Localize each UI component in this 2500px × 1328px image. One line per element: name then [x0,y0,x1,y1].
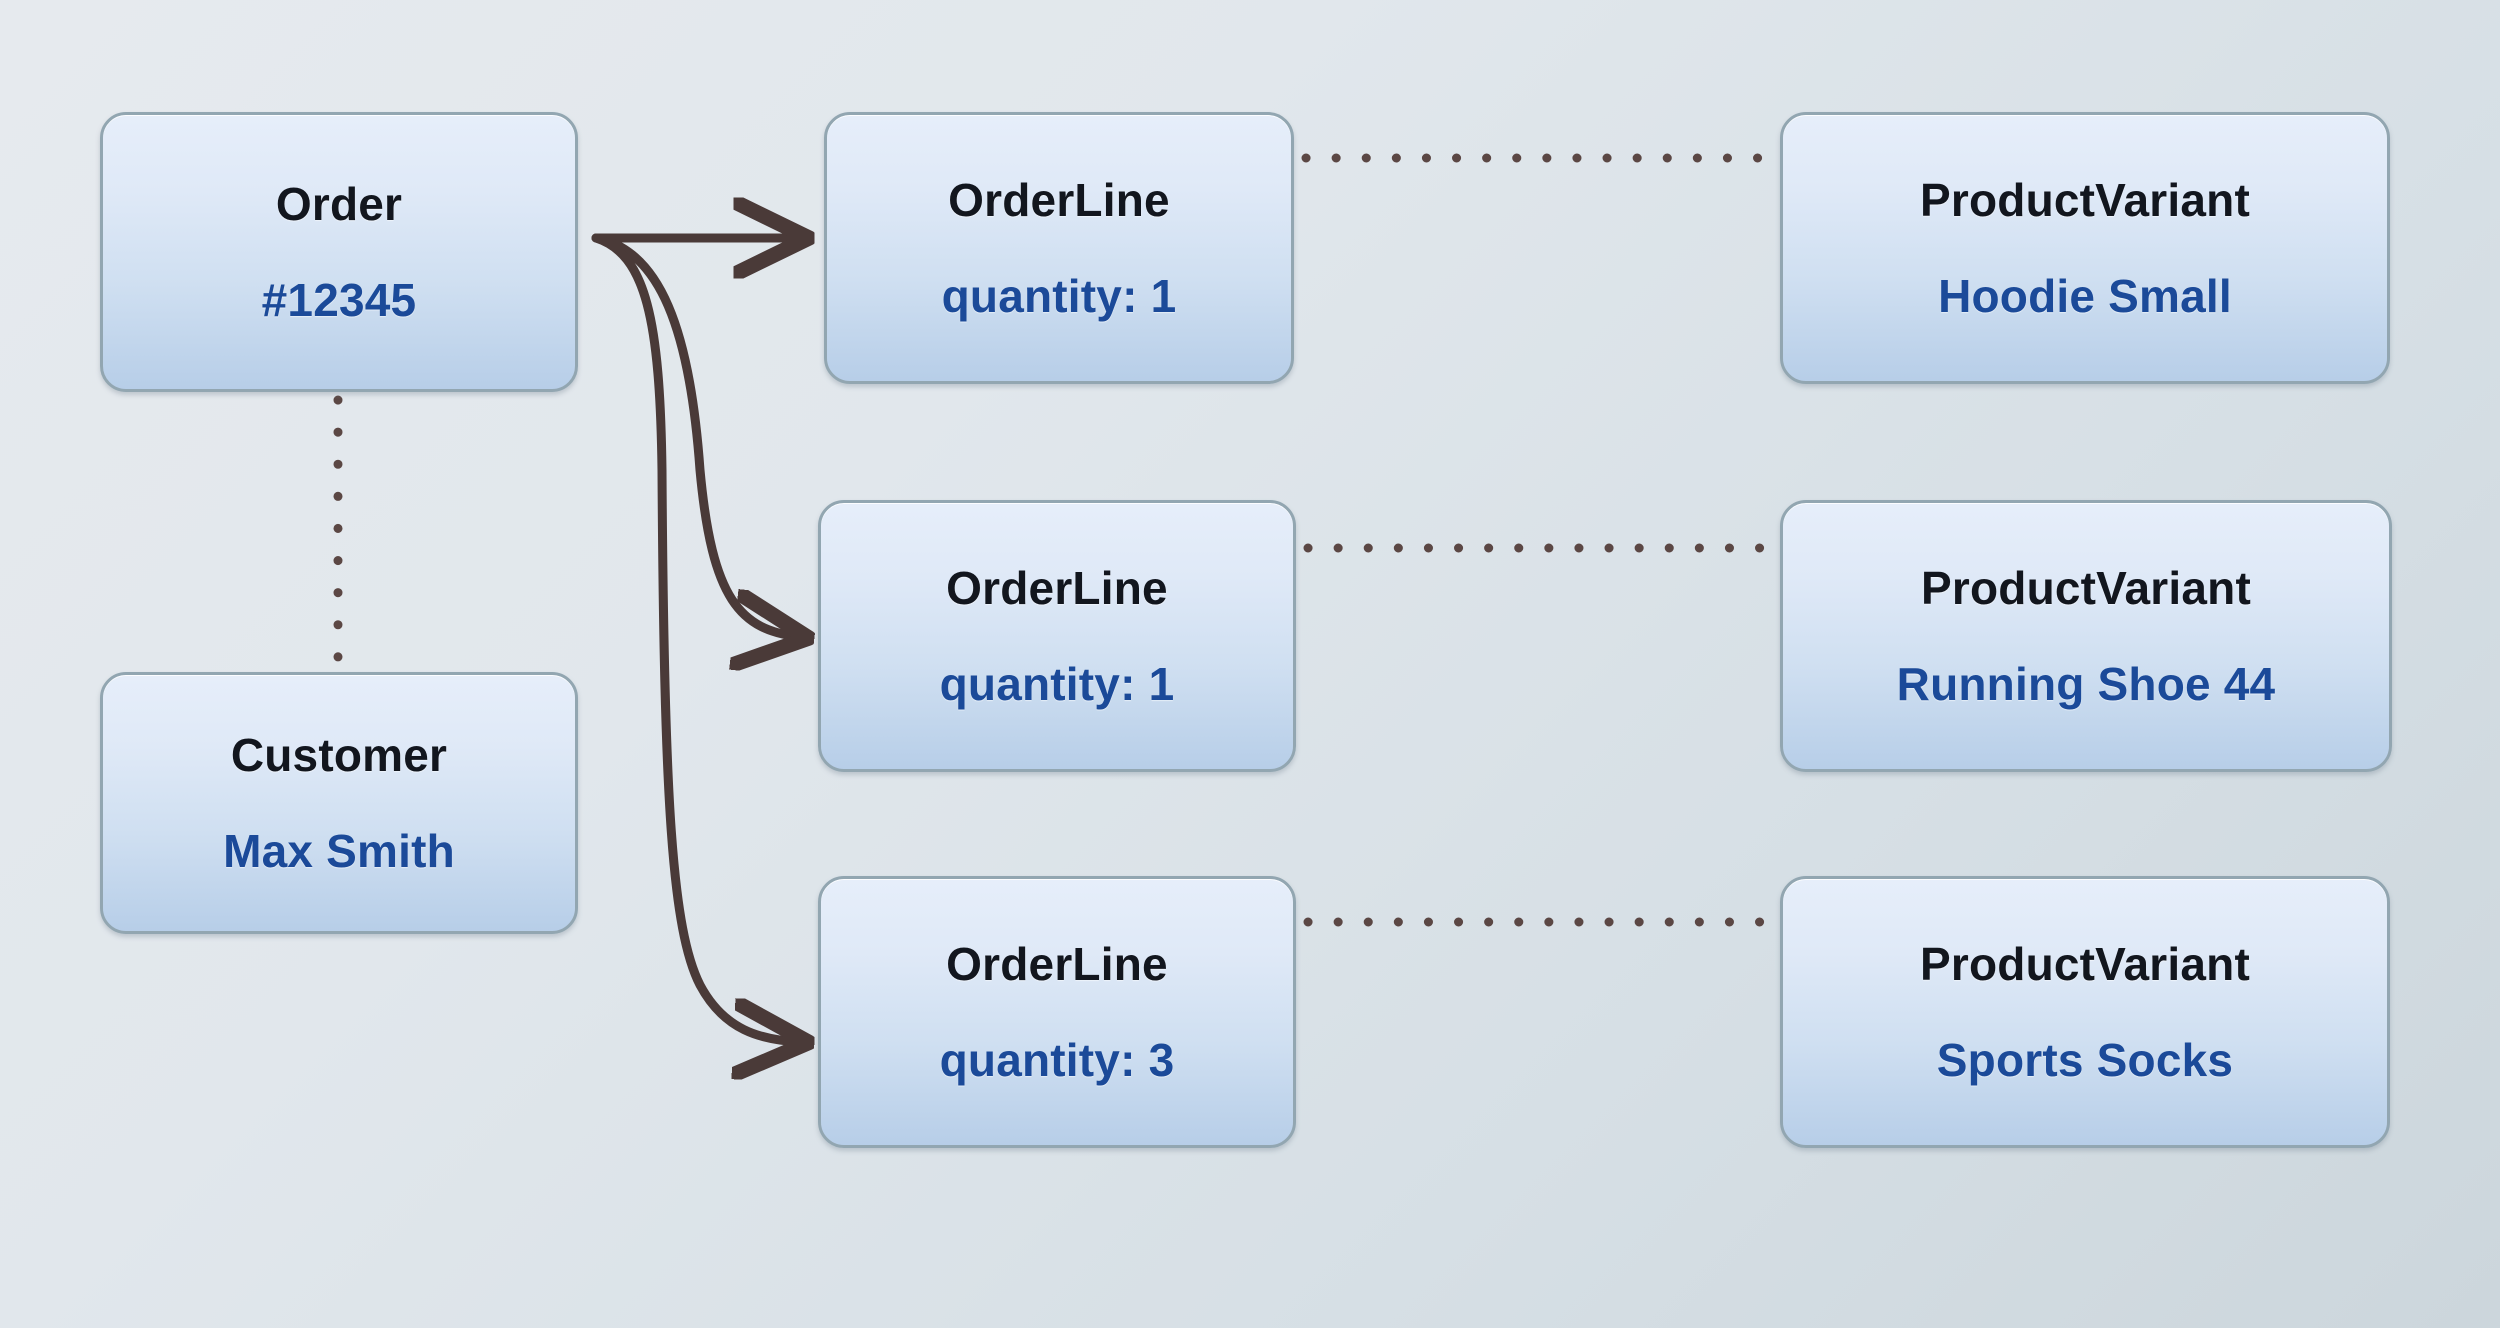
node-productvariant-1-type: ProductVariant [1920,173,2250,226]
node-productvariant-2[interactable]: ProductVariant Running Shoe 44 [1780,500,2392,772]
edge-order-to-orderline-3 [591,233,800,1042]
node-orderline-2-type: OrderLine [946,561,1168,614]
node-productvariant-2-value: Running Shoe 44 [1896,658,2276,710]
node-productvariant-2-type: ProductVariant [1921,561,2251,614]
node-orderline-1-value: quantity: 1 [941,270,1177,322]
node-orderline-1[interactable]: OrderLine quantity: 1 [824,112,1294,384]
node-order[interactable]: Order #12345 [100,112,578,392]
node-orderline-3-type: OrderLine [946,937,1168,990]
node-customer-value: Max Smith [223,825,455,877]
node-customer[interactable]: Customer Max Smith [100,672,578,934]
node-productvariant-3-type: ProductVariant [1920,937,2250,990]
node-orderline-3-value: quantity: 3 [939,1034,1175,1086]
edge-order-to-orderline-2 [591,233,800,637]
node-order-value: #12345 [261,274,417,326]
node-order-type: Order [275,177,403,230]
node-orderline-2-value: quantity: 1 [939,658,1175,710]
node-orderline-1-type: OrderLine [948,173,1170,226]
node-productvariant-1-value: Hoodie Small [1938,270,2232,322]
node-productvariant-1[interactable]: ProductVariant Hoodie Small [1780,112,2390,384]
node-productvariant-3-value: Sports Socks [1936,1034,2234,1086]
node-productvariant-3[interactable]: ProductVariant Sports Socks [1780,876,2390,1148]
node-orderline-3[interactable]: OrderLine quantity: 3 [818,876,1296,1148]
node-orderline-2[interactable]: OrderLine quantity: 1 [818,500,1296,772]
node-customer-type: Customer [230,728,448,781]
